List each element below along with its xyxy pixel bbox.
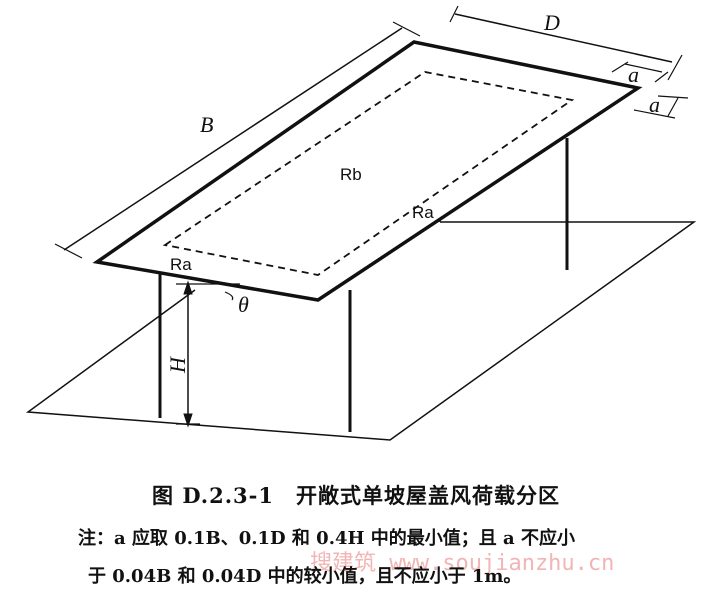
note-line-1: 注：a 应取 0.1B、0.1D 和 0.4H 中的最小值；且 a 不应小 [78, 528, 575, 549]
b-label: B [200, 112, 213, 137]
figure-caption: 图 D.2.3-1 开敞式单坡屋盖风荷载分区 [152, 483, 560, 508]
d-dimension [454, 13, 673, 63]
zone-ra-label-left: Ra [170, 255, 192, 274]
a-label-top: a [628, 62, 639, 87]
watermark: 搜建筑 www.soujianzhu.cn [310, 551, 615, 576]
theta-label: θ [238, 292, 249, 317]
d-label: D [543, 10, 560, 35]
note-line-2: 于 0.04B 和 0.04D 中的较小值，且不应小于 1m。 [88, 566, 522, 587]
roof-outline [92, 40, 643, 302]
b-dimension [63, 27, 403, 251]
ground-plane [25, 221, 697, 441]
roof-diagram: Rb Ra Ra B D a a H θ [25, 5, 697, 441]
a-label-right: a [649, 92, 660, 117]
zone-rb-label: Rb [340, 165, 362, 184]
h-label: H [165, 356, 190, 374]
zone-rb-boundary [162, 71, 575, 276]
zone-ra-label-right: Ra [412, 203, 434, 222]
